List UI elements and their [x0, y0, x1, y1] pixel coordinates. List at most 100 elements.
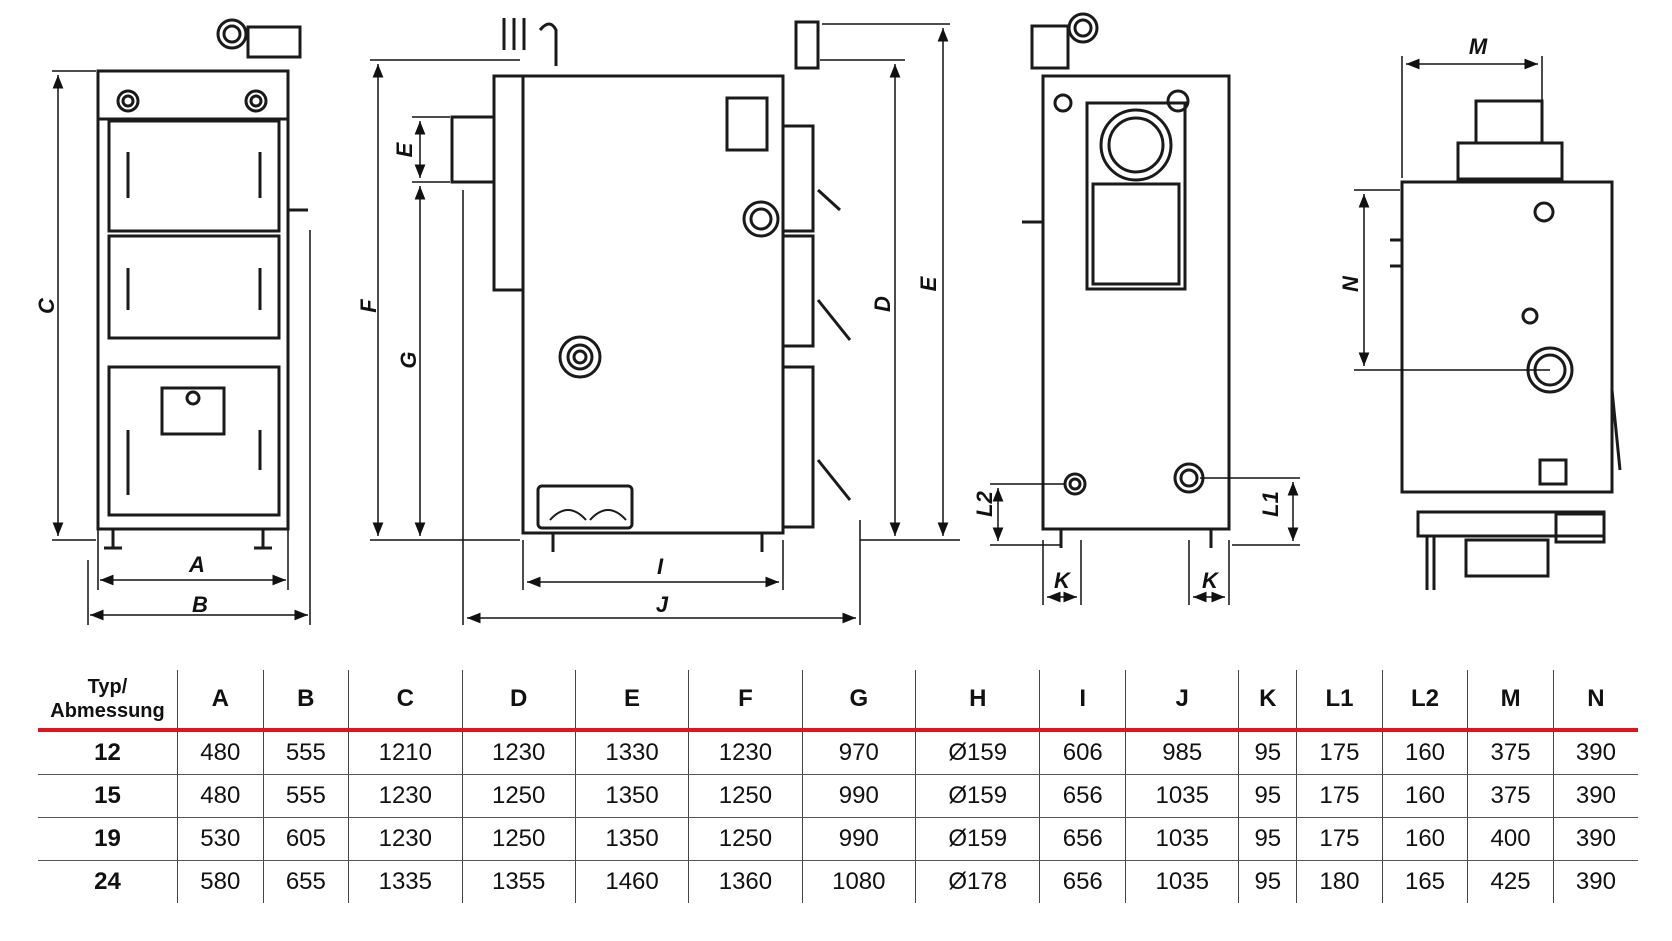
cell-g: 1080	[801, 860, 916, 903]
side-view-dimensions	[370, 23, 960, 625]
cell-e: 1350	[574, 774, 689, 818]
cell-c: 1230	[348, 774, 462, 818]
cell-c: 1210	[348, 730, 462, 775]
cell-f: 1230	[688, 730, 803, 775]
cell-n: 390	[1552, 774, 1638, 818]
cell-a: 480	[177, 730, 264, 775]
header-e: E	[574, 670, 689, 732]
cell-b: 555	[262, 774, 349, 818]
cell-l1: 180	[1296, 860, 1383, 903]
cell-j: 985	[1125, 730, 1239, 775]
header-typ-abmessung: Typ/ Abmessung	[38, 670, 178, 732]
header-i: I	[1039, 670, 1126, 732]
dim-letter-K-left: K	[1054, 568, 1072, 593]
cell-h: Ø159	[914, 817, 1040, 861]
row-typ-cell: 24	[94, 868, 121, 895]
cell-e: 1330	[574, 730, 689, 775]
header-d: D	[461, 670, 576, 732]
burner-view-dimensions	[1354, 56, 1550, 371]
header-l1: L1	[1296, 670, 1383, 732]
cell-e: 1460	[574, 860, 689, 903]
front-view-dimensions	[52, 70, 311, 625]
dim-letter-L2: L2	[972, 490, 997, 516]
cell-g: 990	[801, 774, 916, 818]
cell-h: Ø159	[914, 774, 1040, 818]
cell-h: Ø159	[914, 730, 1040, 775]
cell-h: Ø178	[914, 860, 1040, 903]
boiler-dimension-drawing: C A B	[34, 12, 1622, 625]
dim-letter-E: E	[916, 275, 941, 291]
dim-letter-C: C	[34, 297, 59, 314]
dim-letter-E-small: E	[392, 141, 417, 157]
header-a: A	[177, 670, 264, 732]
cell-n: 390	[1552, 817, 1638, 861]
header-j: J	[1125, 670, 1239, 732]
rear-view	[1022, 12, 1231, 548]
cell-m: 375	[1467, 774, 1554, 818]
cell-i: 656	[1039, 817, 1126, 861]
cell-a: 580	[177, 860, 264, 903]
cell-b: 605	[262, 817, 349, 861]
dim-letter-F: F	[356, 299, 381, 313]
cell-l2: 165	[1381, 860, 1468, 903]
cell-j: 1035	[1125, 817, 1239, 861]
cell-m: 400	[1467, 817, 1554, 861]
header-l2: L2	[1381, 670, 1468, 732]
header-n: N	[1552, 670, 1638, 732]
header-g: G	[801, 670, 916, 732]
cell-k: 95	[1238, 860, 1297, 903]
cell-c: 1230	[348, 817, 462, 861]
cell-d: 1250	[461, 817, 576, 861]
header-f: F	[688, 670, 803, 732]
cell-k: 95	[1238, 774, 1297, 818]
side-view	[450, 18, 852, 552]
cell-j: 1035	[1125, 774, 1239, 818]
cell-m: 425	[1467, 860, 1554, 903]
cell-m: 375	[1467, 730, 1554, 775]
cell-l1: 175	[1296, 730, 1383, 775]
cell-l1: 175	[1296, 774, 1383, 818]
header-h: H	[914, 670, 1040, 732]
cell-l2: 160	[1381, 774, 1468, 818]
cell-i: 656	[1039, 774, 1126, 818]
dim-letter-M: M	[1469, 34, 1488, 59]
cell-b: 655	[262, 860, 349, 903]
cell-a: 530	[177, 817, 264, 861]
row-typ-cell: 19	[38, 817, 178, 861]
cell-d: 1355	[461, 860, 576, 903]
header-b: B	[262, 670, 349, 732]
header-m: M	[1467, 670, 1554, 732]
cell-l2: 160	[1381, 817, 1468, 861]
cell-a: 480	[177, 774, 264, 818]
cell-k: 95	[1238, 817, 1297, 861]
cell-n: 390	[1552, 730, 1638, 775]
dim-letter-B: B	[192, 592, 208, 617]
cell-k: 95	[1238, 730, 1297, 775]
header-k: K	[1238, 670, 1297, 732]
cell-f: 1360	[688, 860, 803, 903]
dim-letter-A: A	[188, 552, 205, 577]
cell-g: 970	[801, 730, 916, 775]
row-typ-cell: 12	[38, 730, 178, 775]
cell-d: 1250	[461, 774, 576, 818]
burner-view	[1390, 99, 1622, 590]
cell-d: 1230	[461, 730, 576, 775]
dim-letter-D: D	[870, 296, 895, 312]
cell-e: 1350	[574, 817, 689, 861]
header-c: C	[348, 670, 462, 732]
rear-view-dimensions	[990, 477, 1300, 605]
row-typ-cell: 15	[38, 774, 178, 818]
cell-g: 990	[801, 817, 916, 861]
cell-n: 390	[1552, 860, 1638, 903]
dim-letter-K-right: K	[1202, 568, 1220, 593]
cell-b: 555	[262, 730, 349, 775]
dim-letter-G: G	[396, 351, 421, 368]
cell-i: 606	[1039, 730, 1126, 775]
